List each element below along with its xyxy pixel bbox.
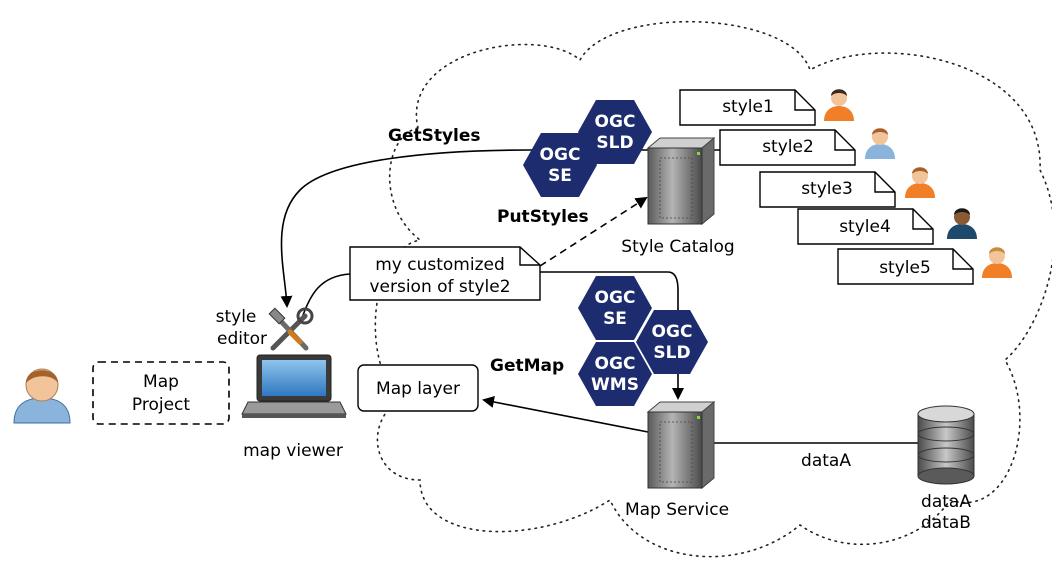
style-note-5-label: style5 bbox=[879, 258, 931, 278]
tools-icon bbox=[268, 307, 314, 351]
map-service-label: Map Service bbox=[625, 500, 729, 520]
style-catalog-server-icon bbox=[646, 136, 716, 226]
put-styles-arrow bbox=[539, 196, 648, 267]
user-icon-style1 bbox=[824, 89, 854, 121]
editor-note-connector bbox=[301, 273, 351, 319]
data-link-label: dataA bbox=[801, 451, 851, 471]
main-user-icon bbox=[13, 368, 71, 424]
database-label-a: dataA bbox=[921, 492, 971, 512]
map-viewer-label: map viewer bbox=[243, 441, 343, 461]
style-note-4-label: style4 bbox=[839, 217, 891, 237]
svg-text:OGC: OGC bbox=[540, 145, 581, 165]
style-note-5: style5 bbox=[837, 248, 974, 285]
style-note-4: style4 bbox=[797, 208, 934, 245]
svg-text:OGC: OGC bbox=[595, 288, 636, 308]
ogc-se-badge-top: OGC SE bbox=[523, 133, 597, 197]
svg-text:OGC: OGC bbox=[652, 322, 693, 342]
user-icon-style2 bbox=[865, 128, 895, 159]
ogc-wms-badge-map: OGC WMS bbox=[578, 342, 652, 406]
get-map-label: GetMap bbox=[490, 356, 564, 376]
style-note-1: style1 bbox=[679, 89, 816, 126]
map-project-box: Map Project bbox=[92, 361, 230, 425]
map-layer-label: Map layer bbox=[376, 379, 460, 399]
style-note-2: style2 bbox=[719, 129, 856, 166]
ogc-sld-badge-map: OGC SLD bbox=[636, 310, 708, 374]
put-styles-label: PutStyles bbox=[497, 207, 589, 227]
style-catalog-label: Style Catalog bbox=[621, 237, 734, 257]
custom-style-note: my customized version of style2 bbox=[349, 246, 541, 301]
svg-text:SLD: SLD bbox=[653, 343, 690, 363]
map-layer-arrow bbox=[482, 396, 649, 433]
style-editor-label-2: editor bbox=[217, 329, 267, 349]
style-note-1-label: style1 bbox=[722, 97, 774, 117]
map-project-line-2: Project bbox=[132, 395, 190, 415]
custom-style-line-1: my customized bbox=[375, 255, 505, 275]
get-styles-arrow bbox=[280, 149, 720, 308]
user-icon-style3 bbox=[905, 167, 935, 198]
svg-text:OGC: OGC bbox=[595, 112, 636, 132]
svg-text:WMS: WMS bbox=[591, 375, 639, 395]
svg-text:SE: SE bbox=[548, 166, 572, 186]
style-note-3-label: style3 bbox=[801, 179, 853, 199]
style-note-2-label: style2 bbox=[762, 137, 814, 157]
laptop-icon bbox=[241, 354, 347, 418]
database-label-b: dataB bbox=[921, 513, 971, 533]
map-service-server-icon bbox=[646, 400, 716, 490]
svg-text:SLD: SLD bbox=[596, 133, 633, 153]
database-icon bbox=[917, 405, 975, 485]
get-map-arrow bbox=[540, 271, 684, 400]
ogc-se-badge-map: OGC SE bbox=[578, 276, 652, 340]
map-project-line-1: Map bbox=[143, 372, 179, 392]
map-layer-box: Map layer bbox=[357, 364, 479, 412]
svg-text:SE: SE bbox=[603, 309, 627, 329]
style-note-3: style3 bbox=[759, 171, 896, 208]
user-icon-style5 bbox=[982, 247, 1012, 278]
user-icon-style4 bbox=[947, 208, 977, 239]
ogc-sld-badge-top: OGC SLD bbox=[578, 100, 652, 164]
get-styles-label: GetStyles bbox=[388, 126, 481, 146]
custom-style-line-2: version of style2 bbox=[369, 277, 510, 297]
style-editor-label-1: style bbox=[216, 307, 257, 327]
svg-text:OGC: OGC bbox=[595, 354, 636, 374]
